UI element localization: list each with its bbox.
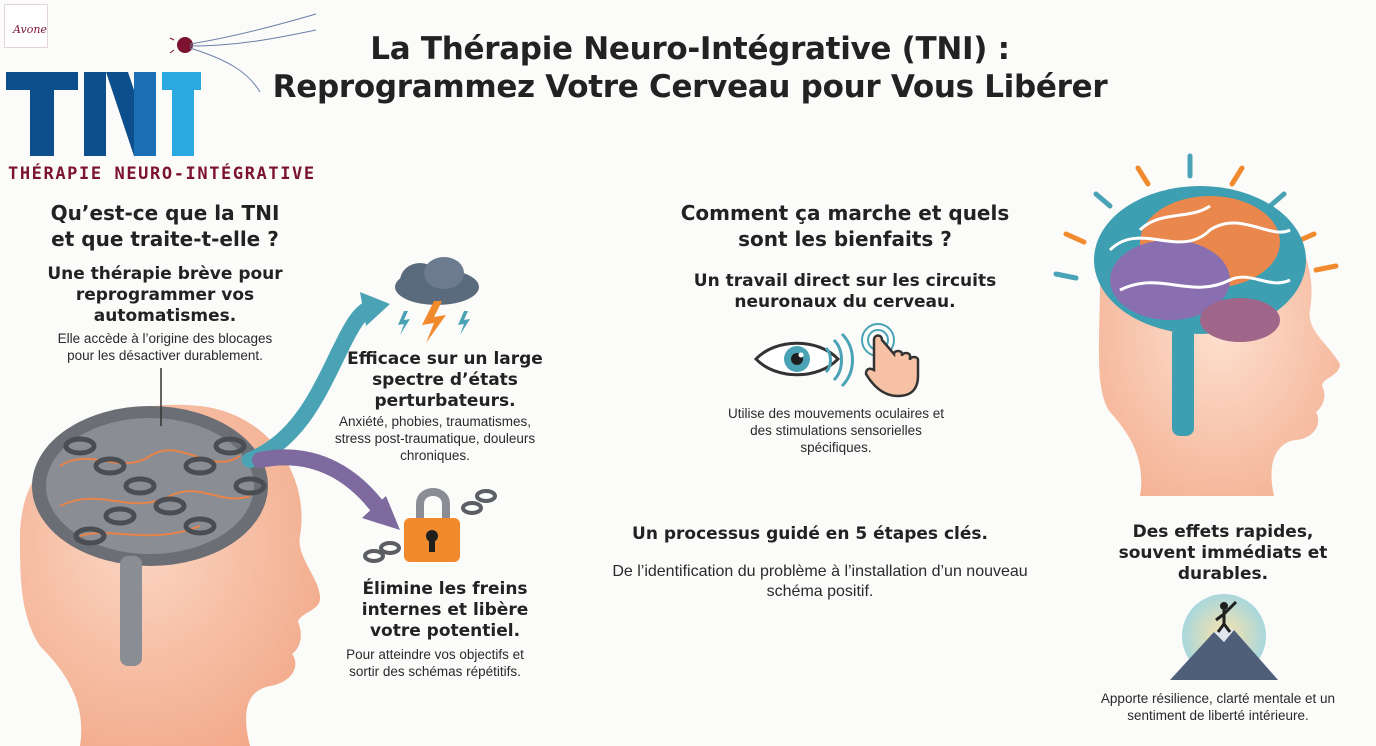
left-intro-text: Elle accède à l’origine des blocages pou… (57, 331, 273, 363)
tni-logo-letters-icon (6, 72, 201, 156)
tni-logo (6, 72, 201, 156)
sound-waves-icon (824, 332, 854, 388)
left-intro-heading: Une thérapie brève pour reprogrammer vos… (47, 264, 283, 326)
avone-logo-icon: Avone (12, 23, 47, 36)
eye-icon (753, 341, 841, 377)
chained-brain-head-illustration (20, 404, 321, 746)
title-line-2: Reprogrammez Votre Cerveau pour Vous Lib… (272, 69, 1108, 105)
efficacy-heading: Efficace sur un large spectre d’états pe… (347, 349, 543, 411)
process-text: De l’identification du problème à l’inst… (612, 563, 1028, 600)
page-title: La Thérapie Neuro-Intégrative (TNI) : Re… (210, 30, 1170, 106)
wand-sparkle-icon (169, 13, 317, 93)
pointer-line (160, 368, 162, 426)
effects-text: Apporte résilience, clarté mentale et un… (1100, 691, 1336, 723)
effects-heading: Des effets rapides, souvent immédiats et… (1118, 522, 1328, 584)
title-line-1: La Thérapie Neuro-Intégrative (TNI) : (370, 31, 1010, 67)
storm-cloud-icon (395, 257, 479, 343)
efficacy-text: Anxiété, phobies, traumatismes, stress p… (334, 414, 536, 463)
svg-text:Avone: Avone (12, 23, 47, 36)
logo-subtitle: THÉRAPIE NEURO-INTÉGRATIVE (8, 164, 316, 184)
process-heading: Un processus guidé en 5 étapes clés. (632, 524, 988, 544)
neural-circuits-heading: Un travail direct sur les circuits neuro… (693, 271, 997, 312)
arrow-to-freedom (252, 449, 400, 530)
touch-hand-icon (861, 323, 920, 398)
padlock-chain-icon (363, 488, 497, 563)
freedom-heading: Élimine les freins internes et libère vo… (361, 579, 529, 641)
neural-circuits-text: Utilise des mouvements oculaires et des … (727, 406, 945, 455)
mountain-summit-icon (1170, 594, 1278, 680)
small-logo-mark: Avone (4, 4, 48, 48)
freedom-text: Pour atteindre vos objectifs et sortir d… (346, 647, 524, 679)
left-section-title: Qu’est-ce que la TNI et que traite-t-ell… (50, 201, 280, 251)
middle-section-title: Comment ça marche et quels sont les bien… (680, 201, 1010, 251)
glowing-brain-head-illustration (1053, 153, 1340, 496)
arrow-to-efficacy (242, 292, 390, 468)
